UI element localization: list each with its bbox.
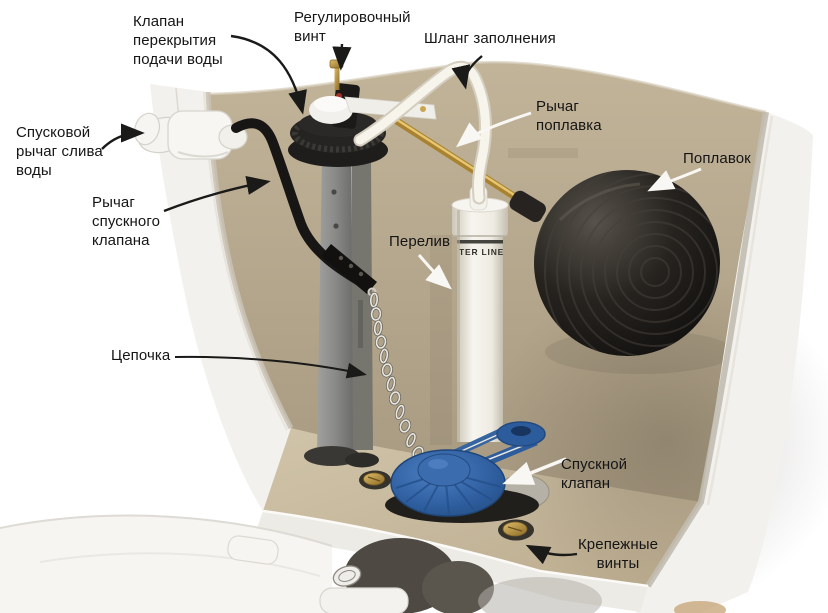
mounting-bolt-left xyxy=(359,470,391,490)
label-overflow-tube: Перелив xyxy=(389,233,451,250)
flush-flapper xyxy=(385,421,550,523)
float-rod xyxy=(390,115,546,223)
mounting-bolt-right xyxy=(498,519,534,541)
arrow-overflow-tube xyxy=(417,254,452,290)
arrow-flush-valve xyxy=(502,457,567,485)
overflow-tube: TER LINE xyxy=(451,185,509,442)
label-float-arm: Рычаг поплавка xyxy=(536,98,602,134)
flush-lever-arm xyxy=(231,118,377,297)
flush-handle xyxy=(133,110,248,160)
label-flush-valve: Спускной клапан xyxy=(561,456,628,492)
label-float-ball: Поплавок xyxy=(683,150,751,167)
label-chain: Цепочка xyxy=(111,347,171,364)
label-supply-valve: Клапан перекрытия подачи воды xyxy=(133,13,223,68)
arrow-supply-valve xyxy=(230,34,307,115)
arrow-flush-trip-lever xyxy=(101,123,145,150)
seat-hinge xyxy=(319,587,409,613)
label-adjustment-screw: Регулировочный винт xyxy=(294,9,411,45)
arrow-flush-valve-lever xyxy=(163,175,271,213)
annotation-arrows xyxy=(101,34,702,565)
label-mounting-bolts: Крепежные винты xyxy=(577,536,659,572)
arrow-adjustment-screw xyxy=(332,43,352,71)
label-fill-hose: Шланг заполнения xyxy=(424,30,556,47)
arrow-float-ball xyxy=(647,167,702,192)
label-flush-valve-lever: Рычаг спускного клапана xyxy=(92,194,161,249)
label-flush-trip-lever: Спусковой рычаг слива воды xyxy=(16,124,103,179)
tank-right-wall xyxy=(636,111,813,613)
fill-hose xyxy=(353,60,492,205)
water-line-marking: TER LINE xyxy=(459,247,504,257)
tube-shadow xyxy=(430,235,452,445)
toilet-lid xyxy=(0,514,409,613)
arrow-float-arm xyxy=(455,111,532,148)
arrow-fill-hose xyxy=(451,55,483,90)
arrow-chain xyxy=(174,355,367,379)
adjustment-screw-shaft xyxy=(334,66,340,90)
lid-emblem xyxy=(332,565,362,587)
arrow-mounting-bolts xyxy=(525,544,578,565)
